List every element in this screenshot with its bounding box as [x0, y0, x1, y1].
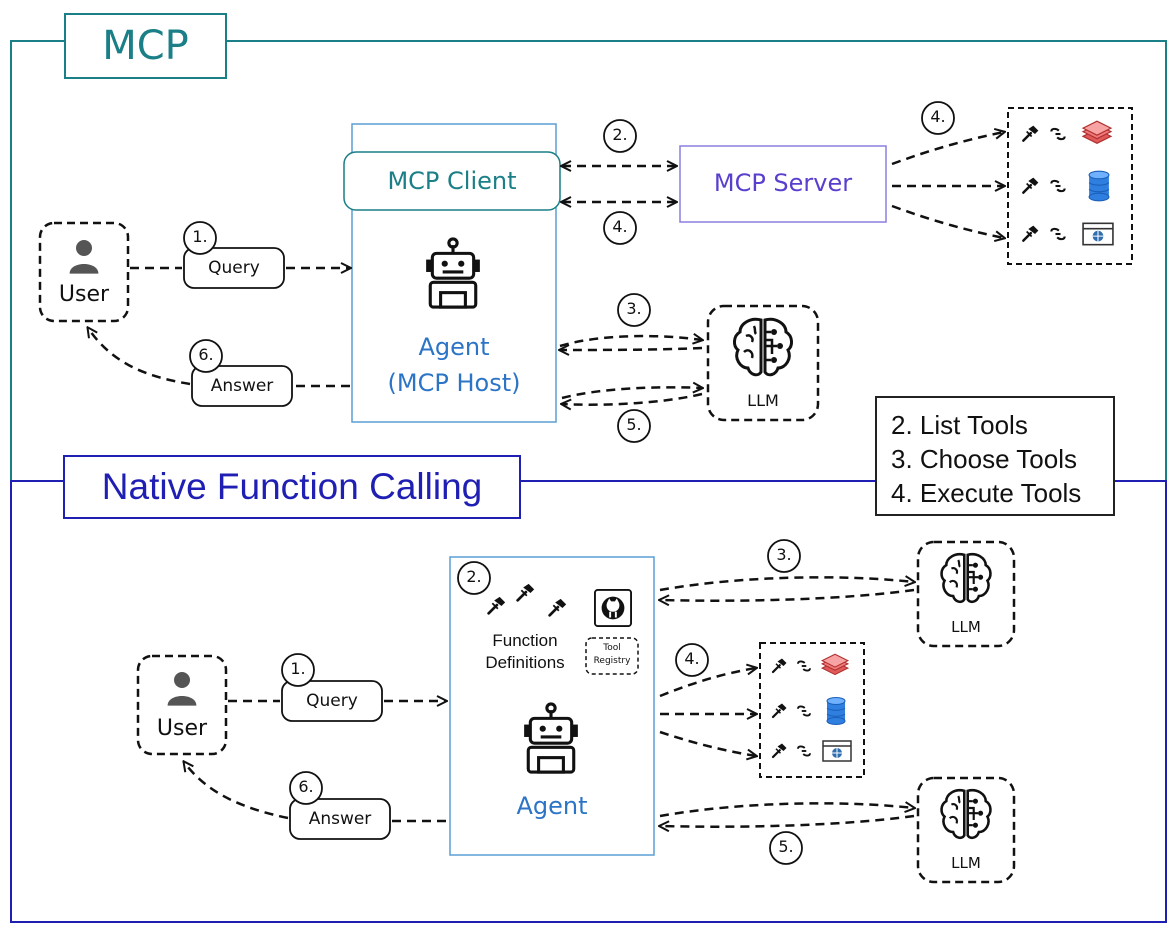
nfc-arrow-llm-agent-3	[660, 588, 915, 601]
mcp-step-5-circle	[617, 409, 651, 443]
nfc-llm-top-label: LLM	[951, 618, 981, 636]
mcp-arrow-llm-host-3	[560, 348, 703, 350]
nfc-query-pill	[281, 680, 383, 722]
mcp-query-label: Query	[208, 258, 260, 278]
nfc-step-5-circle	[769, 831, 803, 865]
mcp-step-1: 1.	[192, 227, 208, 246]
mcp-client-label: MCP Client	[387, 167, 517, 195]
nfc-step-2: 2.	[466, 567, 482, 586]
nfc-step-6-circle	[289, 771, 323, 805]
mcp-llm-label: LLM	[747, 391, 779, 410]
nfc-step-1: 1.	[290, 659, 306, 678]
nfc-answer-pill	[289, 798, 391, 840]
nfc-step-3-circle	[767, 539, 801, 573]
mcp-query-pill	[183, 247, 285, 289]
nfc-arrow-agent-llm-5	[659, 803, 914, 818]
nfc-arrow-agent-tool1	[659, 668, 756, 698]
mcp-section-title: MCP	[64, 13, 227, 79]
tool-registry-box	[585, 637, 639, 675]
legend-item-list-tools: 2. List Tools	[891, 410, 1028, 440]
nfc-arrow-llm-agent-5	[660, 814, 915, 827]
nfc-arrow-agent-llm-3	[659, 577, 914, 592]
mcp-user-label: User	[58, 282, 110, 307]
mcp-arrow-host-llm-5	[561, 387, 702, 400]
function-definitions-label-2: Definitions	[485, 653, 565, 672]
nfc-agent-label: Agent	[516, 792, 588, 820]
mcp-step-2: 2.	[612, 125, 628, 144]
mcp-step-4a: 4.	[612, 217, 628, 236]
mcp-step-1-circle	[183, 221, 217, 255]
nfc-step-3: 3.	[776, 545, 792, 564]
nfc-answer-label: Answer	[308, 809, 372, 829]
mcp-step-6: 6.	[198, 345, 214, 364]
nfc-arrow-answer-user	[184, 762, 289, 820]
mcp-step-6-circle	[189, 339, 223, 373]
mcp-host-label: (MCP Host)	[387, 369, 521, 397]
mcp-server-box	[679, 145, 887, 223]
nfc-llm-bottom-label: LLM	[951, 854, 981, 872]
mcp-answer-label: Answer	[210, 376, 274, 396]
nfc-section-title: Native Function Calling	[63, 455, 521, 519]
tool-registry-label-1: Tool	[603, 643, 621, 653]
mcp-step-4a-circle	[603, 211, 637, 245]
nfc-step-6: 6.	[298, 777, 314, 796]
nfc-user-label: User	[156, 716, 208, 741]
legend: 2. List Tools 3. Choose Tools 4. Execute…	[875, 396, 1115, 516]
mcp-arrow-answer-user	[88, 328, 191, 386]
mcp-arrow-llm-host-5	[562, 392, 703, 405]
nfc-step-4-circle	[675, 643, 709, 677]
mcp-arrow-host-llm-3	[559, 336, 702, 348]
mcp-agent-label: Agent	[418, 333, 490, 361]
nfc-arrow-agent-tool3	[659, 730, 756, 756]
nfc-query-label: Query	[306, 691, 358, 711]
nfc-step-4: 4.	[684, 649, 700, 668]
mcp-step-2-circle	[603, 119, 637, 153]
legend-item-choose-tools: 3. Choose Tools	[891, 444, 1077, 474]
mcp-step-3: 3.	[626, 299, 642, 318]
mcp-step-5: 5.	[626, 415, 642, 434]
tool-registry-label-2: Registry	[593, 656, 631, 666]
mcp-step-3-circle	[617, 293, 651, 327]
nfc-step-1-circle	[281, 653, 315, 687]
nfc-frame	[10, 480, 1167, 923]
nfc-step-5: 5.	[778, 837, 794, 856]
function-definitions-label-1: Function	[492, 631, 558, 650]
nfc-step-2-circle	[457, 561, 491, 595]
mcp-step-4b: 4.	[930, 107, 946, 126]
mcp-client-box	[343, 151, 561, 211]
mcp-answer-pill	[191, 365, 293, 407]
mcp-step-4b-circle	[921, 101, 955, 135]
mcp-server-label: MCP Server	[713, 169, 853, 197]
legend-item-execute-tools: 4. Execute Tools	[891, 478, 1082, 508]
